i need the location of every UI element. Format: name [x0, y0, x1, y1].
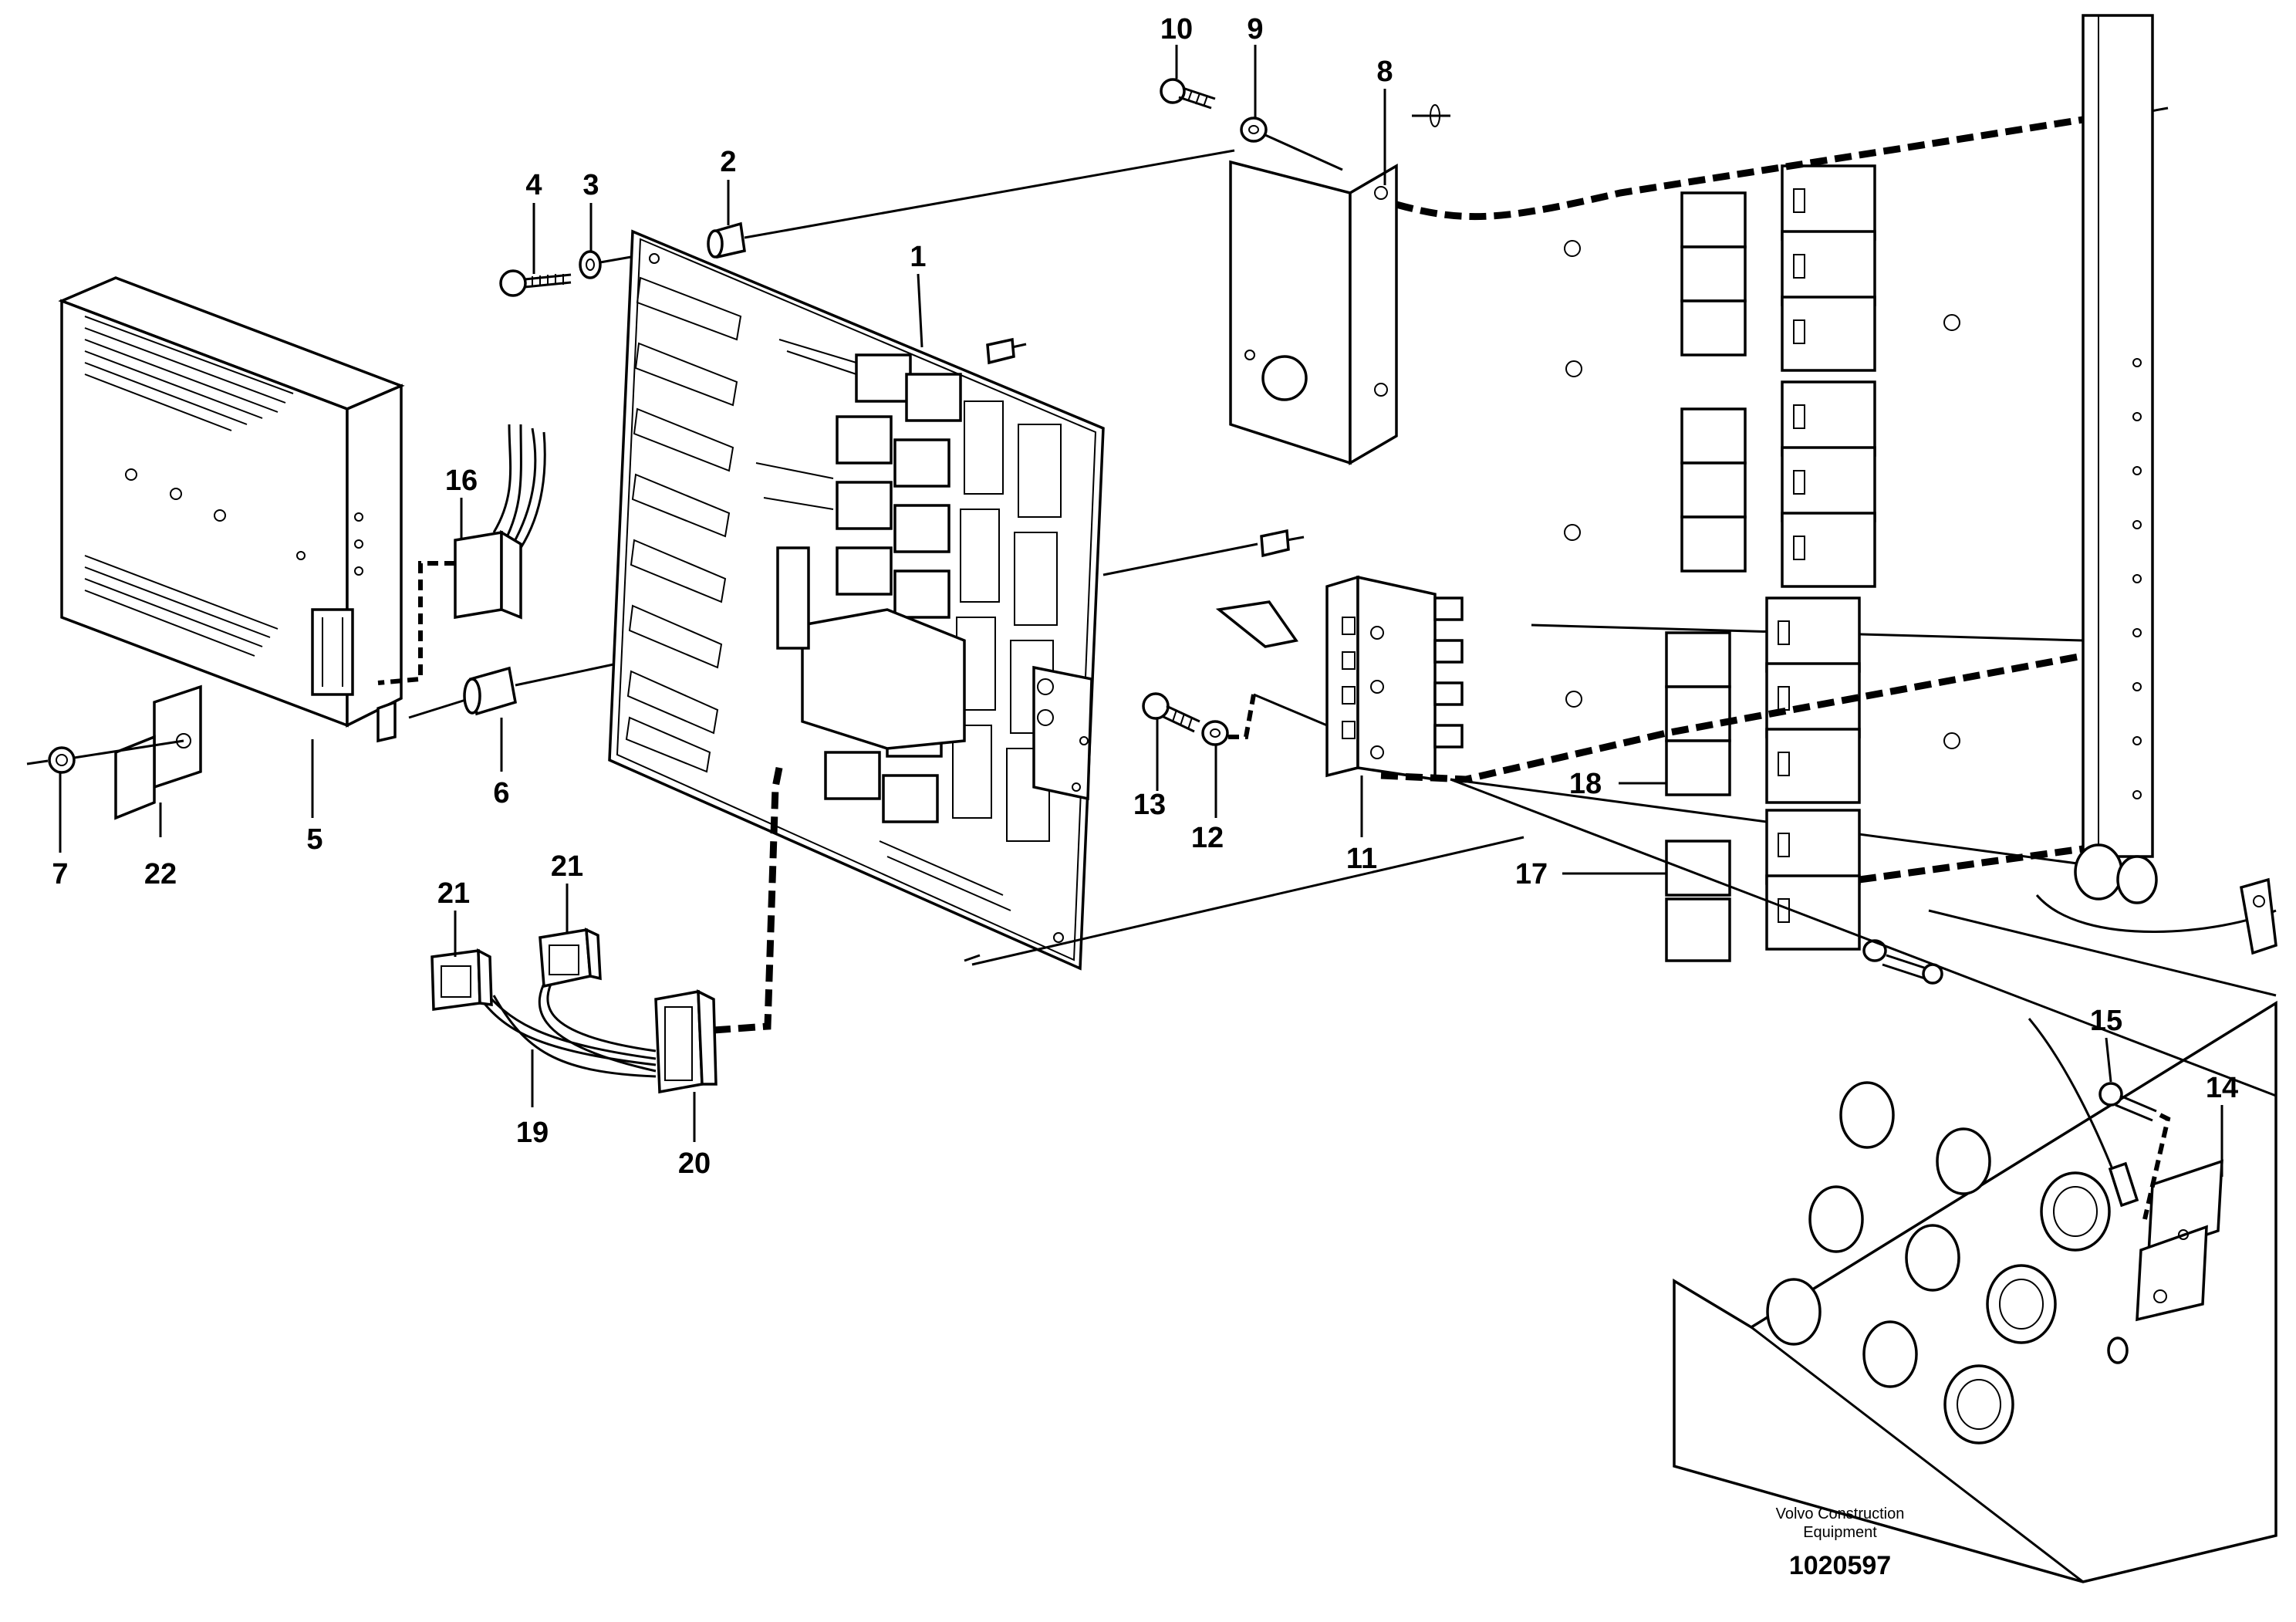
screw-15 [2028, 1018, 2157, 1208]
callout-17: 17 [1515, 858, 1548, 890]
connector-16 [377, 424, 546, 685]
callout-12: 12 [1191, 822, 1224, 854]
connector-21 [430, 948, 493, 1011]
bracket-8 [1229, 104, 1450, 466]
dashboard-panel [1450, 778, 2277, 1583]
vertical-post [2035, 14, 2277, 955]
callout-4: 4 [525, 169, 542, 201]
callout-8: 8 [1376, 56, 1393, 88]
bracket-22 [114, 684, 202, 820]
callout-3: 3 [582, 169, 599, 201]
callout-10: 10 [1160, 13, 1193, 46]
bolt-10 [1160, 78, 1216, 110]
callout-15: 15 [2090, 1005, 2122, 1037]
wiring-harness-dashed [1380, 116, 2084, 884]
callout-21: 21 [551, 850, 583, 883]
drawing-number: 1020597 [1789, 1551, 1891, 1580]
callout-6: 6 [493, 777, 509, 809]
callout-1: 1 [910, 241, 926, 273]
washer-12 [1201, 694, 1256, 746]
callout-7: 7 [52, 858, 68, 890]
callout-13: 13 [1133, 789, 1166, 821]
relay-sockets [1665, 164, 1876, 962]
spacer-2 [707, 149, 1235, 259]
connector-21 [539, 928, 602, 988]
callout-18: 18 [1569, 768, 1602, 800]
callout-16: 16 [445, 465, 478, 497]
callout-5: 5 [306, 823, 322, 856]
callout-11: 11 [1346, 843, 1377, 875]
control-unit-5 [58, 276, 405, 743]
board-screw [986, 337, 1305, 558]
clip-14 [2136, 1113, 2223, 1322]
callout-14: 14 [2206, 1072, 2238, 1104]
callout-21: 21 [437, 877, 470, 910]
callout-labels: 1 2 3 4 5 6 7 8 9 10 11 12 13 14 15 16 1… [52, 13, 2238, 1180]
figure-credit: Volvo Construction Equipment 1020597 [1776, 1505, 1905, 1580]
callout-9: 9 [1247, 13, 1263, 46]
callout-20: 20 [678, 1147, 711, 1180]
spacer-6 [408, 662, 618, 719]
circuit-board-1 [608, 229, 1524, 971]
callout-2: 2 [720, 146, 736, 178]
credit-line-1: Volvo Construction [1776, 1505, 1905, 1522]
callout-22: 22 [144, 858, 177, 890]
leader-lines [59, 45, 2223, 1177]
cable-harness-19 [473, 973, 657, 1078]
relay-bolt [1862, 939, 1943, 985]
screw-4 [499, 269, 572, 297]
callout-19: 19 [516, 1117, 549, 1149]
connector-20 [654, 759, 785, 1094]
credit-line-2: Equipment [1803, 1524, 1877, 1541]
screw-13 [1142, 692, 1200, 733]
terminal-block-11 [1215, 575, 1464, 782]
washer-9 [1240, 117, 1343, 171]
nut-7 [26, 739, 184, 774]
